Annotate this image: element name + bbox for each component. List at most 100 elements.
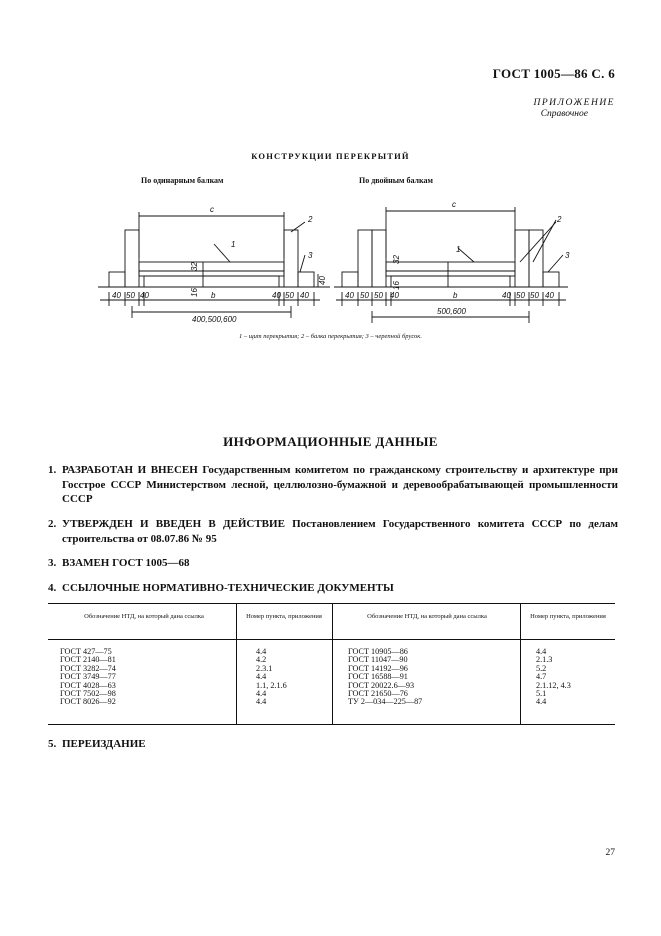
table-cell: 4.7	[536, 672, 547, 682]
table-cell: ГОСТ 7502—98	[60, 689, 116, 699]
table-cell: 5.2	[536, 663, 547, 673]
table-cell: ТУ 2—034—225—87	[348, 697, 423, 707]
figure-caption: 1 – щит перекрытия; 2 – балка перекрытия…	[239, 333, 422, 340]
table-cell: 4.2	[256, 655, 267, 665]
info-item-number: 2.	[48, 518, 57, 530]
left-dim-50b: 50	[285, 291, 294, 300]
table-cell: ГОСТ 11047—90	[348, 655, 408, 665]
table-cell: ГОСТ 21650—76	[348, 689, 408, 699]
left-dim-50a: 50	[126, 291, 135, 300]
table-cell: ГОСТ 14192—96	[348, 663, 408, 673]
table-cell: ГОСТ 8026—92	[60, 697, 116, 707]
right-dim-b: b	[453, 291, 458, 300]
right-dim-40b: 40	[390, 291, 399, 300]
table-cell: 4.4	[256, 689, 267, 699]
left-callout-3: 3	[308, 251, 313, 260]
right-panel-bottom	[390, 275, 511, 288]
table-header-doc-right: Обозначение НТД, на который дана ссылка	[367, 613, 487, 620]
right-callout-3: 3	[565, 251, 570, 260]
table-cell: 4.4	[256, 697, 267, 707]
info-item-reissue: 5. ПЕРЕИЗДАНИЕ	[48, 737, 618, 752]
appendix-type: Справочное	[540, 109, 588, 119]
info-title: ИНФОРМАЦИОННЫЕ ДАННЫЕ	[223, 434, 438, 449]
left-callout-2: 2	[307, 215, 313, 224]
right-dim-total: 500,600	[437, 307, 466, 316]
left-skull-bar-left	[108, 271, 126, 288]
right-skull-bar-left	[341, 271, 359, 288]
info-item-number: 3.	[48, 557, 57, 569]
table-cell: 2.3.1	[256, 663, 273, 673]
table-cell: 4.4	[536, 697, 547, 707]
info-item-text: ВЗАМЕН ГОСТ 1005—68	[62, 557, 190, 569]
left-dim-total: 400,500,600	[192, 315, 237, 324]
left-skull-bar-right	[297, 271, 315, 288]
right-panel-top	[385, 261, 516, 272]
table-cell: 4.4	[256, 647, 267, 656]
table-cell: ГОСТ 16588—91	[348, 672, 408, 682]
right-beam-right-a	[514, 229, 530, 288]
table-cell: ГОСТ 20022.6—93	[348, 680, 415, 690]
info-item-text: ССЫЛОЧНЫЕ НОРМАТИВНО-ТЕХНИЧЕСКИЕ ДОКУМЕН…	[62, 582, 394, 594]
right-dim-50b: 50	[374, 291, 383, 300]
page-number: 27	[605, 848, 616, 858]
right-beam-left-b	[371, 229, 387, 288]
info-item-replaces: 3. ВЗАМЕН ГОСТ 1005—68	[48, 556, 618, 571]
left-beam-left	[124, 229, 140, 288]
table-header-item-right: Номер пункта, приложения	[530, 613, 606, 620]
info-item-number: 1.	[48, 464, 57, 476]
right-dim-50c: 50	[516, 291, 525, 300]
document-header: ГОСТ 1005—86 С. 6	[492, 66, 615, 81]
left-dim-40a: 40	[112, 291, 121, 300]
left-panel-top	[138, 261, 285, 272]
left-dim-c: c	[210, 205, 214, 214]
right-dim-50a: 50	[360, 291, 369, 300]
table-cell: 2.1.3	[536, 655, 553, 665]
right-panel-mid	[385, 270, 516, 277]
table-cell: 4.4	[536, 647, 547, 656]
table-header-doc-left: Обозначение НТД, на который дана ссылка	[84, 613, 204, 620]
table-cell: ГОСТ 427—75	[60, 647, 112, 656]
right-dim-c: c	[452, 200, 456, 209]
left-callout-1: 1	[231, 240, 235, 249]
floor-construction-drawing: c b 1 2 3 40 50 40 40 50 40 400,500,600 …	[98, 200, 570, 324]
info-item-number: 5.	[48, 738, 57, 750]
table-cell: 2.1.12, 4.3	[536, 680, 571, 690]
info-item-text: РАЗРАБОТАН И ВНЕСЕН Государственным коми…	[62, 464, 618, 505]
info-item-number: 4.	[48, 582, 57, 594]
figure-title: КОНСТРУКЦИИ ПЕРЕКРЫТИЙ	[251, 151, 410, 161]
left-dim-32: 32	[190, 262, 199, 271]
left-dim-40d: 40	[300, 291, 309, 300]
right-callout-2: 2	[556, 215, 562, 224]
figure-right-title: По двойным балкам	[359, 176, 433, 185]
left-dim-16: 16	[190, 288, 199, 297]
table-cell: 5.1	[536, 689, 547, 699]
table-cell: ГОСТ 10905—86	[348, 647, 408, 656]
right-dim-40d: 40	[545, 291, 554, 300]
figure-left-title: По одинарным балкам	[141, 176, 224, 185]
info-item-references: 4. ССЫЛОЧНЫЕ НОРМАТИВНО-ТЕХНИЧЕСКИЕ ДОКУ…	[48, 581, 618, 596]
left-dim-b: b	[211, 291, 216, 300]
right-beam-left-a	[357, 229, 373, 288]
info-item-text: ПЕРЕИЗДАНИЕ	[62, 738, 146, 750]
table-cell: 1.1, 2.1.6	[256, 680, 287, 690]
left-panel-bottom	[143, 275, 280, 288]
right-dim-40c: 40	[502, 291, 511, 300]
table-header-item-left: Номер пункта, приложения	[246, 613, 322, 620]
table-cell: ГОСТ 4028—63	[60, 680, 116, 690]
info-item-developed: 1. РАЗРАБОТАН И ВНЕСЕН Государственным к…	[48, 463, 618, 507]
table-cell: 4.4	[256, 672, 267, 682]
table-cell: ГОСТ 3749—77	[60, 672, 116, 682]
right-dim-50d: 50	[530, 291, 539, 300]
info-item-approved: 2. УТВЕРЖДЕН И ВВЕДЕН В ДЕЙСТВИЕ Постано…	[48, 517, 618, 546]
left-dim-40b: 40	[140, 291, 149, 300]
left-beam-right	[283, 229, 299, 288]
right-dim-32: 32	[392, 255, 401, 264]
appendix-label: ПРИЛОЖЕНИЕ	[533, 98, 615, 108]
info-item-text: УТВЕРЖДЕН И ВВЕДЕН В ДЕЙСТВИЕ Постановле…	[62, 518, 618, 545]
right-callout-1: 1	[456, 245, 460, 254]
right-dim-40a: 40	[345, 291, 354, 300]
